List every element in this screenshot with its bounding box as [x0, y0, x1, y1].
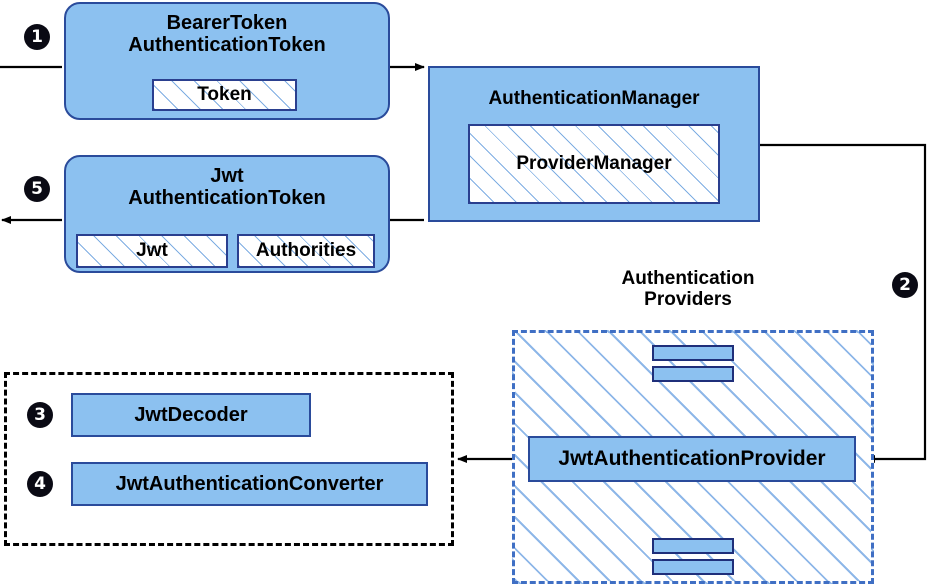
jwt-authentication-converter-label: JwtAuthenticationConverter — [115, 472, 384, 495]
bearer-token-line-2: AuthenticationToken — [128, 34, 326, 57]
jwt-token-line-1: Jwt — [210, 165, 244, 187]
jwt-decoder-node[interactable]: JwtDecoder — [71, 393, 321, 447]
jwt-authentication-provider-node[interactable]: JwtAuthenticationProvider — [528, 436, 866, 492]
authentication-providers-caption-line-1: Authentication — [621, 268, 755, 289]
step-marker-2-number: 2 — [899, 274, 911, 295]
provider-placeholder-bar-3 — [652, 538, 734, 554]
jwt-box[interactable]: Jwt — [76, 234, 228, 268]
provider-placeholder-bar-2 — [652, 366, 734, 382]
step-marker-4: 4 — [27, 471, 53, 497]
step-marker-3: 3 — [27, 402, 53, 428]
jwt-authentication-converter-node[interactable]: JwtAuthenticationConverter — [71, 462, 438, 516]
token-box[interactable]: Token — [152, 79, 297, 111]
step-marker-3-number: 3 — [34, 404, 46, 425]
jwt-label: Jwt — [136, 240, 168, 261]
step-marker-4-number: 4 — [34, 473, 46, 494]
authorities-box[interactable]: Authorities — [237, 234, 375, 268]
step-marker-5-number: 5 — [31, 178, 43, 199]
provider-placeholder-bar-1 — [652, 345, 734, 361]
provider-manager-box[interactable]: ProviderManager — [468, 124, 720, 204]
jwt-helpers-container[interactable] — [4, 372, 454, 546]
authentication-providers-caption-line-2: Providers — [644, 289, 732, 311]
token-label: Token — [197, 84, 252, 105]
provider-manager-label: ProviderManager — [516, 153, 672, 174]
step-marker-1: 1 — [24, 24, 50, 50]
provider-placeholder-bar-4 — [652, 559, 734, 575]
authorities-label: Authorities — [255, 240, 357, 261]
step-marker-2: 2 — [892, 272, 918, 298]
jwt-decoder-label: JwtDecoder — [134, 403, 248, 426]
authentication-providers-caption: Authentication Providers — [588, 268, 788, 311]
step-marker-1-number: 1 — [31, 26, 43, 47]
authentication-manager-title: AuthenticationManager — [488, 88, 700, 109]
step-marker-5: 5 — [24, 176, 50, 202]
jwt-token-line-2: AuthenticationToken — [128, 187, 326, 210]
bearer-token-line-1: BearerToken — [166, 12, 288, 34]
jwt-authentication-provider-label: JwtAuthenticationProvider — [558, 447, 826, 471]
